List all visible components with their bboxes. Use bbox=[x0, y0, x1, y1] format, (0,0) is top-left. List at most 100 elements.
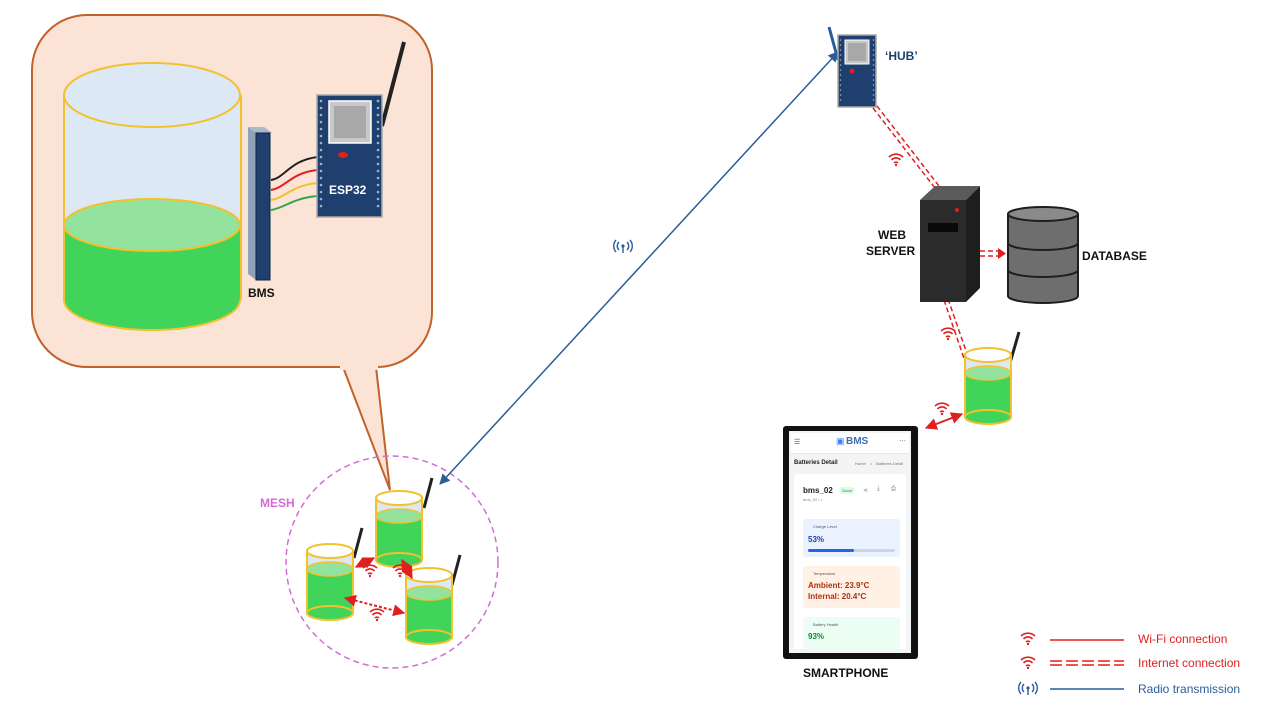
menu-icon[interactable]: ☰ bbox=[794, 439, 801, 446]
breadcrumb-sep: > bbox=[870, 461, 873, 466]
mesh-node-right bbox=[405, 554, 462, 645]
mesh-node-top bbox=[375, 477, 434, 568]
share-icon[interactable]: ⋖ bbox=[863, 488, 869, 494]
gateway-battery bbox=[964, 331, 1021, 425]
board-pin bbox=[872, 94, 875, 96]
wifi-icon bbox=[940, 327, 956, 342]
board-pin bbox=[872, 44, 875, 46]
board-pin bbox=[376, 197, 380, 201]
board-pin bbox=[376, 190, 380, 194]
board-pin bbox=[319, 106, 323, 110]
wifi-icon bbox=[362, 564, 378, 579]
database-icon bbox=[1007, 206, 1079, 304]
smartphone-label: SMARTPHONE bbox=[803, 666, 889, 680]
board-pin bbox=[319, 99, 323, 103]
web-server bbox=[920, 186, 980, 302]
large-battery-tank bbox=[63, 62, 242, 331]
board-pin bbox=[839, 64, 842, 66]
board-pin bbox=[376, 169, 380, 173]
board-pin bbox=[376, 148, 380, 152]
temperature-label: Temperature bbox=[813, 571, 836, 576]
board-pin bbox=[319, 190, 323, 194]
board-pin bbox=[376, 106, 380, 110]
board-pin bbox=[872, 89, 875, 91]
app-header: ☰ ▣ BMS ⋯ bbox=[791, 433, 909, 454]
board-pin bbox=[839, 84, 842, 86]
board-pin bbox=[839, 59, 842, 61]
board-pin bbox=[376, 120, 380, 124]
more-icon[interactable]: ⋯ bbox=[899, 438, 906, 445]
health-value: 93% bbox=[808, 632, 825, 641]
board-pin bbox=[872, 54, 875, 56]
board-pin bbox=[872, 69, 875, 71]
wifi-icon bbox=[369, 608, 385, 623]
bms-label: BMS bbox=[248, 286, 275, 300]
sensor-wires bbox=[270, 156, 319, 211]
board-pin bbox=[319, 169, 323, 173]
print-icon[interactable]: ⎙ bbox=[891, 486, 896, 492]
board-pin bbox=[376, 141, 380, 145]
hub-label: ‘HUB’ bbox=[885, 49, 918, 63]
board-pin bbox=[319, 120, 323, 124]
board-pin bbox=[376, 183, 380, 187]
health-label: Battery Health bbox=[813, 622, 839, 627]
board-pin bbox=[839, 94, 842, 96]
board-pin bbox=[376, 113, 380, 117]
board-pin bbox=[376, 127, 380, 131]
page-title: Batteries Detail bbox=[794, 460, 838, 466]
web-server-label-line1: WEB bbox=[878, 228, 906, 242]
board-pin bbox=[319, 183, 323, 187]
breadcrumb-current: Batteries Detail bbox=[876, 461, 904, 466]
wifi-icon bbox=[1020, 656, 1036, 671]
board-pin bbox=[839, 69, 842, 71]
web-server-label-line2: SERVER bbox=[866, 244, 916, 258]
legend-radio-label: Radio transmission bbox=[1138, 682, 1241, 696]
mesh-boundary bbox=[285, 455, 499, 669]
temperature-card bbox=[803, 566, 900, 608]
wifi-icon bbox=[934, 402, 950, 417]
wifi-icon bbox=[888, 153, 904, 167]
phone-app-screen: ☰ ▣ BMS ⋯ Batteries Detail Home > Batter… bbox=[791, 433, 909, 649]
mesh-label: MESH bbox=[260, 496, 295, 510]
battery-name: bms_02 bbox=[803, 486, 833, 495]
battery-sub: bms_02 • • bbox=[803, 497, 823, 502]
board-pin bbox=[872, 99, 875, 101]
board-pin bbox=[319, 141, 323, 145]
board-pin bbox=[376, 134, 380, 138]
charge-value: 53% bbox=[808, 535, 825, 544]
radio-icon bbox=[1018, 681, 1038, 696]
esp32-label: ESP32 bbox=[329, 183, 367, 197]
legend-wifi-label: Wi-Fi connection bbox=[1138, 632, 1228, 646]
board-pin bbox=[872, 74, 875, 76]
app-brand: BMS bbox=[846, 436, 869, 447]
board-pin bbox=[319, 162, 323, 166]
board-pin bbox=[872, 59, 875, 61]
board-pin bbox=[872, 39, 875, 41]
internal-temp: Internal: 20.4°C bbox=[808, 592, 867, 601]
board-pin bbox=[839, 89, 842, 91]
board-pin bbox=[872, 79, 875, 81]
board-pin bbox=[319, 197, 323, 201]
legend bbox=[1018, 632, 1124, 696]
board-pin bbox=[839, 39, 842, 41]
board-pin bbox=[839, 99, 842, 101]
board-pin bbox=[319, 134, 323, 138]
esp32-board bbox=[316, 41, 406, 218]
bms-board bbox=[248, 127, 272, 281]
board-pin bbox=[376, 204, 380, 208]
health-card bbox=[803, 617, 900, 649]
board-pin bbox=[319, 127, 323, 131]
battery-logo-icon: ▣ bbox=[836, 436, 845, 446]
mesh-node-left bbox=[306, 527, 364, 621]
board-pin bbox=[872, 49, 875, 51]
charge-bar-fill bbox=[808, 549, 854, 552]
download-icon[interactable]: ⤓ bbox=[877, 486, 880, 492]
breadcrumb-home[interactable]: Home bbox=[855, 461, 866, 466]
charge-label: Charge Level bbox=[813, 524, 837, 529]
database-label: DATABASE bbox=[1082, 249, 1147, 263]
board-pin bbox=[839, 79, 842, 81]
board-pin bbox=[376, 99, 380, 103]
board-pin bbox=[376, 176, 380, 180]
board-pin bbox=[319, 155, 323, 159]
